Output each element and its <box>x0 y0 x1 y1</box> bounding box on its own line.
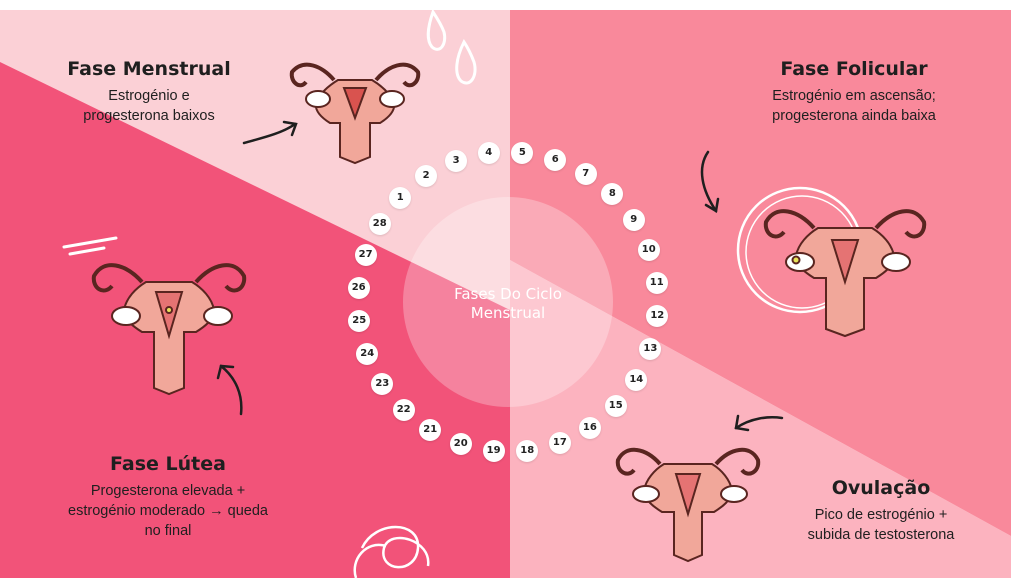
desc-line: Progesterona elevada + <box>48 481 288 501</box>
desc-line: no final <box>48 521 288 541</box>
day-marker: 27 <box>355 244 377 266</box>
phase-title: Ovulação <box>776 477 986 499</box>
day-marker: 7 <box>575 163 597 185</box>
desc-line: Pico de estrogénio + <box>776 505 986 525</box>
day-marker: 28 <box>369 213 391 235</box>
day-marker: 11 <box>646 272 668 294</box>
day-marker: 15 <box>605 395 627 417</box>
day-marker: 1 <box>389 187 411 209</box>
day-marker: 9 <box>623 209 645 231</box>
day-marker: 5 <box>511 142 533 164</box>
phase-lutea: Fase Lútea Progesterona elevada + estrog… <box>48 453 288 541</box>
desc-line: subida de testosterona <box>776 525 986 545</box>
day-marker: 17 <box>549 432 571 454</box>
desc-line: Estrogénio e <box>34 86 264 106</box>
phase-title: Fase Menstrual <box>34 58 264 80</box>
day-marker: 4 <box>478 142 500 164</box>
ovum-icon <box>793 257 800 264</box>
day-marker: 10 <box>638 239 660 261</box>
phase-menstrual: Fase Menstrual Estrogénio e progesterona… <box>34 58 264 126</box>
desc-line: estrogénio moderado → queda <box>48 501 288 521</box>
phase-title: Fase Lútea <box>48 453 288 475</box>
day-marker: 23 <box>371 373 393 395</box>
day-marker: 6 <box>544 149 566 171</box>
day-marker: 20 <box>450 433 472 455</box>
day-marker: 24 <box>356 343 378 365</box>
desc-line: Estrogénio em ascensão; <box>734 86 974 106</box>
phase-title: Fase Folicular <box>734 58 974 80</box>
day-marker: 16 <box>579 417 601 439</box>
day-marker: 26 <box>348 277 370 299</box>
day-marker: 22 <box>393 399 415 421</box>
desc-line: progesterona baixos <box>34 106 264 126</box>
phase-folicular: Fase Folicular Estrogénio em ascensão; p… <box>734 58 974 126</box>
phase-ovulacao: Ovulação Pico de estrogénio + subida de … <box>776 477 986 545</box>
phase-description: Estrogénio e progesterona baixos <box>34 86 264 126</box>
phase-description: Pico de estrogénio + subida de testoster… <box>776 505 986 545</box>
day-marker: 14 <box>625 369 647 391</box>
day-marker: 19 <box>483 440 505 462</box>
phase-description: Progesterona elevada + estrogénio modera… <box>48 481 288 541</box>
center-title: Fases Do Ciclo Menstrual <box>420 285 596 323</box>
phase-description: Estrogénio em ascensão; progesterona ain… <box>734 86 974 126</box>
day-marker: 18 <box>516 440 538 462</box>
desc-line: progesterona ainda baixa <box>734 106 974 126</box>
